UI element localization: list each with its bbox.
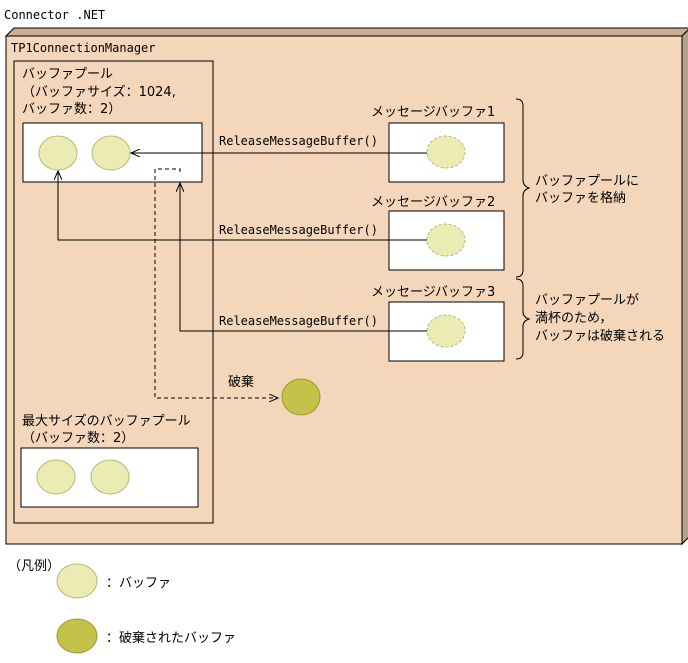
discarded-buffer <box>281 378 321 416</box>
full-note-3: バッファは破棄される <box>535 329 665 344</box>
release-arrow-3 <box>180 183 427 332</box>
manager-box <box>13 60 214 524</box>
pool-buffer-2 <box>91 135 131 171</box>
store-brace <box>515 98 531 278</box>
max-pool-buffer-2 <box>90 459 130 495</box>
legend-discarded-icon <box>56 618 98 654</box>
legend-buffer-label: ：バッファ <box>106 576 171 591</box>
full-brace <box>515 278 531 360</box>
discard-label: 破棄 <box>228 375 254 390</box>
legend-buffer-icon <box>56 563 98 599</box>
legend-discarded-label: ：破棄されたバッファ <box>106 631 236 646</box>
message-buffer-1-label: メッセージバッファ1 <box>371 105 495 120</box>
diagram-title: Connector .NET <box>4 8 105 22</box>
release-call-2: ReleaseMessageBuffer() <box>219 223 378 237</box>
message-buffer-3-label: メッセージバッファ3 <box>371 285 495 300</box>
max-pool-label-1: 最大サイズのバッファプール <box>22 413 191 429</box>
store-note-2: バッファを格納 <box>535 190 626 206</box>
legend-title: （凡例） <box>8 559 60 574</box>
buffer-pool-label-2: （バッファサイズ：1024, <box>22 84 176 100</box>
message-buffer-3-buffer <box>426 314 466 348</box>
manager-label: TP1ConnectionManager <box>11 41 156 55</box>
store-note-1: バッファプールに <box>535 174 639 189</box>
full-note-1: バッファプールが <box>535 293 639 308</box>
max-pool-label-2: （バッファ数：2） <box>22 431 134 446</box>
message-buffer-1-buffer <box>426 135 466 169</box>
release-call-3: ReleaseMessageBuffer() <box>219 314 378 328</box>
full-note-2: 満杯のため， <box>535 311 612 326</box>
max-pool-buffer-1 <box>36 459 76 495</box>
message-buffer-2-label: メッセージバッファ2 <box>371 195 495 210</box>
buffer-pool-label-3: バッファ数：2） <box>22 102 121 117</box>
discard-arrow <box>154 168 278 398</box>
pool-buffer-1 <box>38 135 78 171</box>
release-arrow-2 <box>58 171 427 241</box>
release-call-1: ReleaseMessageBuffer() <box>219 134 378 148</box>
message-buffer-2-buffer <box>426 223 466 257</box>
buffer-pool-label-1: バッファプール <box>22 67 113 82</box>
